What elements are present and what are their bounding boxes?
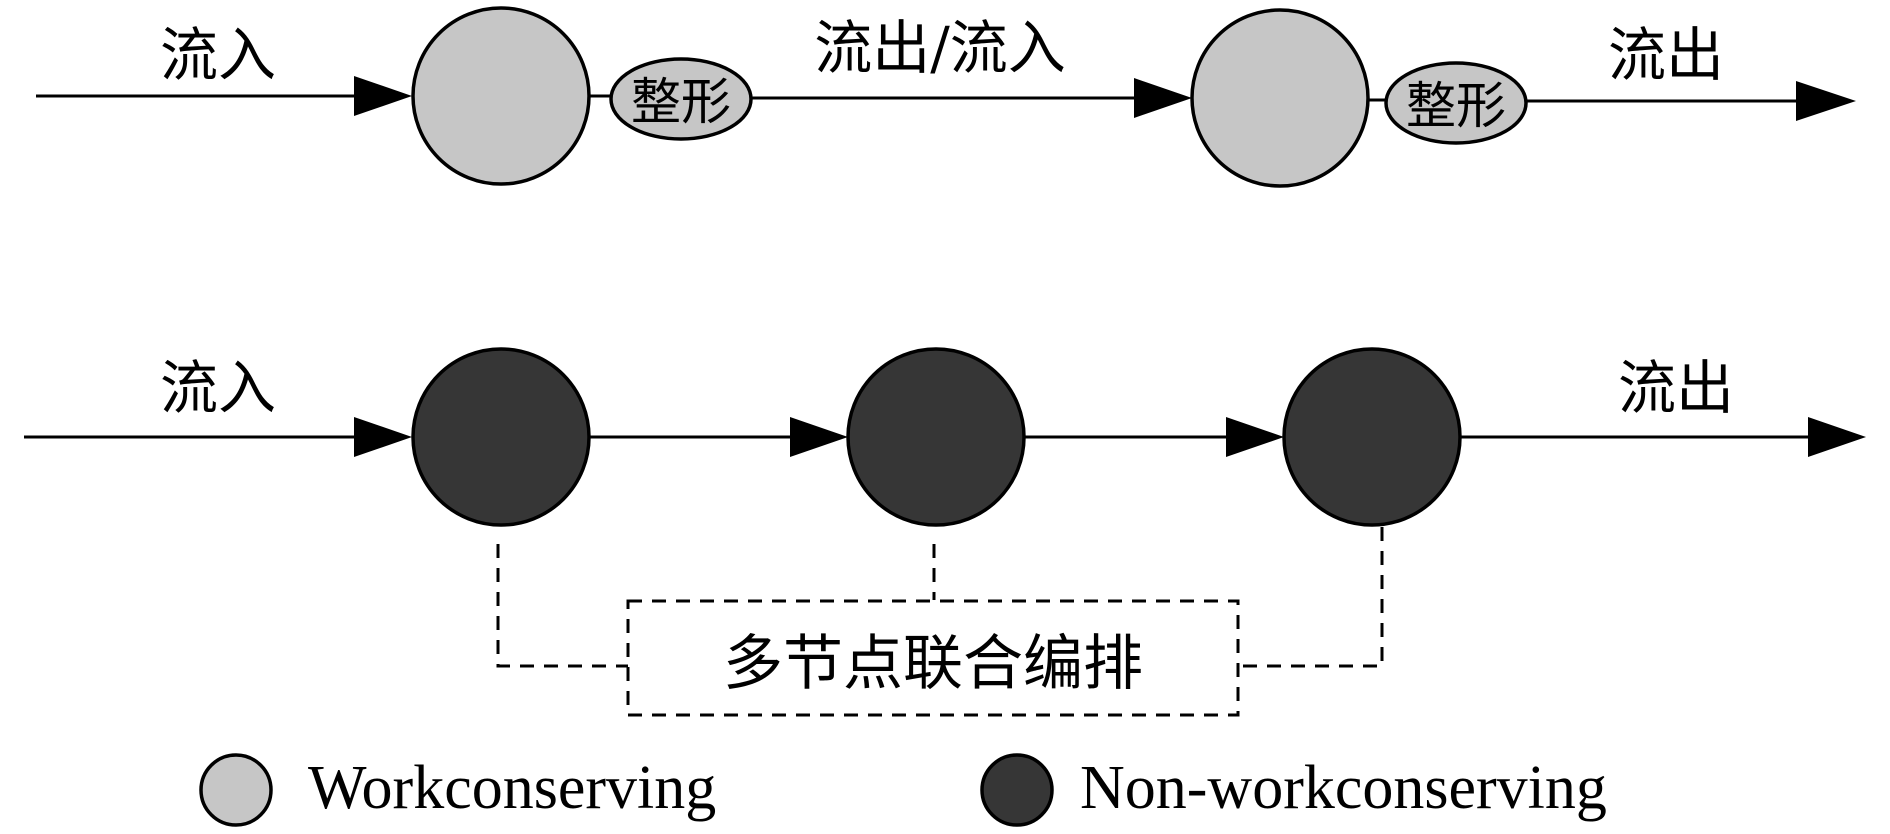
top-inflow-arrowhead <box>354 76 412 116</box>
top-middle-arrowhead <box>1134 78 1192 118</box>
bottom-row: 流入 流出 多节点联合编排 <box>24 347 1866 717</box>
bottom-inflow-arrowhead <box>354 417 412 457</box>
joint-orchestration-label: 多节点联合编排 <box>723 629 1143 699</box>
shaper-label-2: 整形 <box>1406 77 1506 135</box>
bottom-outflow-arrowhead <box>1808 417 1866 457</box>
non-workconserving-node-3 <box>1282 347 1462 527</box>
shaper-ellipse-2 <box>1384 61 1528 145</box>
joint-orchestration-connectors <box>496 527 1384 668</box>
bottom-arrow-2-3-head <box>1226 417 1284 457</box>
workconserving-node-2 <box>1190 8 1370 188</box>
legend-workconserving-label: Workconserving <box>308 754 716 822</box>
bottom-outflow-label: 流出 <box>1618 354 1734 422</box>
legend-non-workconserving-swatch <box>980 753 1054 827</box>
bottom-arrow-1-2-head <box>790 417 848 457</box>
top-row: 流入 整形 流出/流入 整形 流出 <box>36 6 1856 188</box>
top-inflow-label: 流入 <box>160 21 276 89</box>
top-middle-label: 流出/流入 <box>814 14 1066 82</box>
top-outflow-arrowhead <box>1796 81 1856 121</box>
shaper-label-1: 整形 <box>631 73 731 131</box>
workconserving-node-1 <box>411 6 591 186</box>
bottom-inflow-label: 流入 <box>160 354 276 422</box>
top-outflow-label: 流出 <box>1608 21 1724 89</box>
legend: Workconserving Non-workconserving <box>199 753 1607 827</box>
dashed-connector-node-1 <box>496 544 628 668</box>
dashed-connector-node-3 <box>1240 527 1384 668</box>
legend-non-workconserving-label: Non-workconserving <box>1080 754 1607 822</box>
non-workconserving-node-1 <box>411 347 591 527</box>
legend-workconserving-swatch <box>199 753 273 827</box>
non-workconserving-node-2 <box>846 347 1026 527</box>
